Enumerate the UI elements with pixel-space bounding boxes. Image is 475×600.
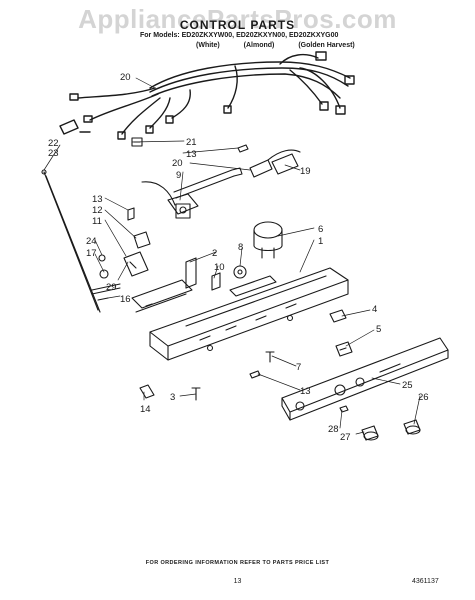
control-housing: [149, 267, 349, 361]
callout-13-top: 13: [186, 149, 197, 160]
control-rod: [41, 169, 101, 313]
callout-3: 3: [170, 392, 175, 403]
callout-6: 6: [318, 224, 323, 235]
callout-2: 2: [212, 248, 217, 259]
callout-24: 24: [86, 236, 97, 247]
callout-25: 25: [402, 380, 413, 391]
callout-14: 14: [140, 404, 151, 415]
callout-22: 22: [48, 138, 59, 149]
callout-19: 20: [172, 158, 183, 169]
callout-12: 12: [92, 205, 103, 216]
model-variants: (White) (Almond) (Golden Harvest): [196, 42, 377, 49]
callout-7: 7: [296, 362, 301, 373]
switch-parts: [185, 257, 221, 291]
variant-golden-harvest: (Golden Harvest): [298, 42, 355, 49]
callout-23: 23: [48, 148, 59, 159]
callout-11: 11: [92, 216, 102, 227]
callout-4: 4: [372, 304, 377, 315]
ordering-note: FOR ORDERING INFORMATION REFER TO PARTS …: [145, 560, 330, 566]
control-panel: [281, 337, 449, 421]
watermark-text: AppliancePartsPros.com: [78, 4, 397, 34]
variant-white: (White): [196, 42, 220, 49]
callout-26: 26: [418, 392, 429, 403]
callout-13-left: 13: [92, 194, 103, 205]
page-number: 13: [233, 578, 242, 585]
thermostat: [141, 181, 199, 219]
left-bracket-parts: [91, 207, 151, 301]
diagram-title: CONTROL PARTS: [179, 18, 296, 32]
callout-5: 5: [376, 324, 381, 335]
callout-17: 19: [300, 166, 311, 177]
callout-1: 1: [318, 236, 323, 247]
callout-8: 8: [238, 242, 243, 253]
callout-15: 16: [120, 294, 131, 305]
callout-13-bottom: 13: [300, 386, 311, 397]
wiring-harness: [59, 51, 355, 140]
variant-almond: (Almond): [243, 42, 275, 49]
leader-lines: [43, 77, 421, 435]
callout-27: 27: [340, 432, 351, 443]
document-number: 4361137: [412, 578, 439, 585]
screw-top: [237, 144, 249, 153]
callout-labels: 20 21 13 20 22 23 19 9 13 12 11 24 17 29…: [48, 72, 429, 443]
callout-28: 28: [328, 424, 339, 435]
callout-20: 20: [120, 72, 131, 83]
rocker-switches: [329, 309, 353, 357]
mounting-bracket: [131, 279, 193, 313]
callout-16: 17: [86, 248, 97, 259]
callout-10: 10: [214, 262, 225, 273]
callout-29: 29: [106, 282, 117, 293]
models-line: For Models: ED20ZKXYW00, ED20ZKXYN00, ED…: [140, 32, 339, 39]
control-knobs: [339, 405, 421, 441]
timer-motor: [233, 221, 283, 279]
callout-9: 9: [176, 170, 181, 181]
callout-21: 21: [186, 137, 197, 148]
housing-screws: [249, 351, 275, 379]
